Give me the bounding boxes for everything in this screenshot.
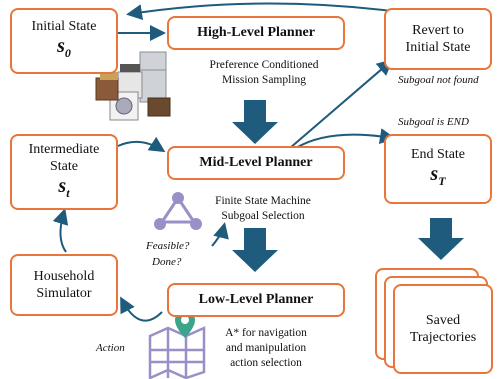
low-desc-line3: action selection xyxy=(230,357,302,369)
edge-low-to-simulator xyxy=(120,296,163,322)
saved-line2: Trajectories xyxy=(409,330,477,345)
end-state-label: End State xyxy=(410,147,466,162)
initial-state-symbol: s0 xyxy=(57,35,71,60)
edge-label-feasible: Feasible? xyxy=(146,240,190,252)
mid-level-description: Finite State Machine Subgoal Selection xyxy=(198,194,328,224)
intermediate-line2: State xyxy=(50,158,78,174)
edge-revert-to-initial xyxy=(126,2,401,21)
revert-line2: Initial State xyxy=(405,40,471,55)
revert-line1: Revert to xyxy=(412,23,464,38)
edge-mid-to-end xyxy=(295,128,396,149)
block-arrow-mid-to-low xyxy=(232,228,278,272)
mid-desc-line1: Finite State Machine xyxy=(215,195,311,207)
low-desc-line2: and manipulation xyxy=(225,342,307,354)
high-level-planner-node: High-Level Planner xyxy=(167,16,345,50)
high-level-description: Preference Conditioned Mission Sampling xyxy=(184,58,344,88)
high-level-planner-label: High-Level Planner xyxy=(197,25,315,40)
intermediate-state-node: Intermediate State st xyxy=(10,134,118,210)
mid-level-planner-label: Mid-Level Planner xyxy=(199,155,313,170)
mid-level-planner-node: Mid-Level Planner xyxy=(167,146,345,180)
edge-intermediate-to-mid xyxy=(117,136,166,153)
intermediate-line1: Intermediate xyxy=(28,141,100,157)
edge-mid-to-revert xyxy=(289,59,394,149)
revert-state-node: Revert to Initial State xyxy=(384,8,492,70)
high-desc-line2: Mission Sampling xyxy=(221,74,307,86)
low-level-planner-node: Low-Level Planner xyxy=(167,283,345,317)
household-simulator-node: Household Simulator xyxy=(10,254,118,316)
simulator-line2: Simulator xyxy=(36,286,92,301)
edge-label-done: Done? xyxy=(152,256,182,268)
saved-line1: Saved xyxy=(425,313,461,328)
end-state-symbol: sT xyxy=(430,163,446,188)
block-arrow-end-to-saved xyxy=(418,218,464,260)
low-desc-line1: A* for navigation xyxy=(225,327,307,339)
block-arrow-high-to-mid xyxy=(232,100,278,144)
low-level-description: A* for navigation and manipulation actio… xyxy=(206,326,326,371)
intermediate-symbol: st xyxy=(58,174,70,200)
initial-state-node: Initial State s0 xyxy=(10,8,118,74)
high-desc-line1: Preference Conditioned xyxy=(209,59,319,71)
edge-label-subgoal-is-end: Subgoal is END xyxy=(398,116,469,128)
simulator-line1: Household xyxy=(33,269,95,284)
end-state-node: End State sT xyxy=(384,134,492,204)
edge-simulator-to-intermediate xyxy=(52,208,69,253)
mid-desc-line2: Subgoal Selection xyxy=(221,210,305,222)
edge-feasible-loop xyxy=(211,222,229,247)
edge-label-action: Action xyxy=(96,342,125,354)
low-level-planner-label: Low-Level Planner xyxy=(198,292,314,307)
saved-trajectories-node: Saved Trajectories xyxy=(393,284,493,374)
edge-label-subgoal-not-found: Subgoal not found xyxy=(398,74,479,86)
initial-state-label: Initial State xyxy=(31,19,97,34)
